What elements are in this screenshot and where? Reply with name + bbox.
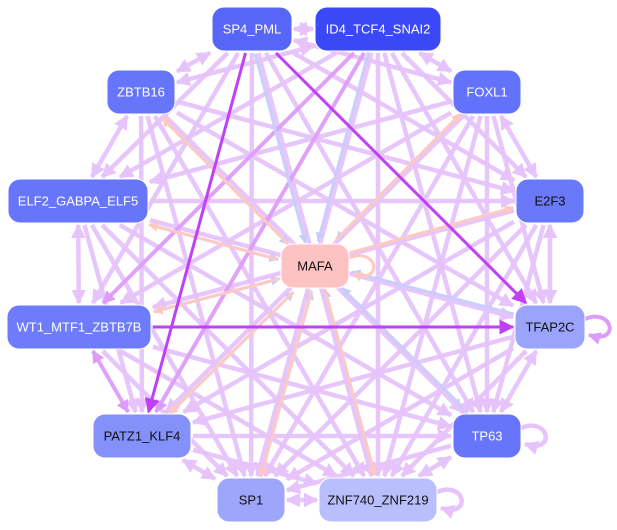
node-box[interactable] xyxy=(92,413,192,459)
self-loop-tfap2c xyxy=(584,314,612,345)
node-foxl1[interactable]: FOXL1 xyxy=(452,69,522,115)
node-box[interactable] xyxy=(7,178,149,224)
node-elf2-gabpa-elf5[interactable]: ELF2_GABPA_ELF5 xyxy=(7,178,149,224)
edge-zbtb16-to-tfap2c xyxy=(175,110,515,308)
edge-id4_tcf4_snai2-to-patz1_klf4 xyxy=(154,51,366,414)
node-patz1-klf4[interactable]: PATZ1_KLF4 xyxy=(92,413,192,459)
edge-mafa-to-elf2_gabpa_elf5 xyxy=(148,222,279,261)
edge-id4_tcf4_snai2-to-zbtb16 xyxy=(175,42,315,87)
node-sp1[interactable]: SP1 xyxy=(216,477,286,523)
edge-sp4_pml-to-mafa xyxy=(253,53,308,244)
edge-mafa-to-sp1 xyxy=(258,290,314,478)
edge-sp4_pml-to-patz1_klf4 xyxy=(144,52,247,414)
node-box[interactable] xyxy=(211,6,293,52)
edge-tfap2c-to-patz1_klf4 xyxy=(191,334,514,427)
edge-id4_tcf4_snai2-to-foxl1 xyxy=(418,51,453,74)
node-label: ELF2_GABPA_ELF5 xyxy=(18,194,138,209)
edge-mafa-to-wt1_mtf1_zbtb7b xyxy=(152,277,281,315)
node-e2f3[interactable]: E2F3 xyxy=(515,178,585,224)
self-loop-mafa xyxy=(348,254,376,282)
edge-foxl1-to-e2f3 xyxy=(498,114,539,179)
node-label: ID4_TCF4_SNAI2 xyxy=(326,22,431,37)
node-box[interactable] xyxy=(515,178,585,224)
edge-id4_tcf4_snai2-to-wt1_mtf1_zbtb7b xyxy=(101,51,356,305)
self-loop-znf740_znf219 xyxy=(436,487,464,519)
edge-foxl1-to-wt1_mtf1_zbtb7b xyxy=(119,110,453,305)
edge-wt1_mtf1_zbtb7b-to-patz1_klf4 xyxy=(91,349,130,414)
edge-tfap2c-to-sp1 xyxy=(285,346,515,482)
edge-tfap2c-to-tp63 xyxy=(498,349,539,414)
node-box[interactable] xyxy=(514,304,586,350)
node-znf740-znf219[interactable]: ZNF740_ZNF219 xyxy=(318,477,438,523)
node-box[interactable] xyxy=(452,69,522,115)
self-loop-layer xyxy=(348,254,612,519)
edge-id4_tcf4_snai2-to-mafa xyxy=(315,51,370,243)
node-box[interactable] xyxy=(452,413,522,459)
edge-tp63-to-znf740_znf219 xyxy=(417,455,453,478)
node-label: TFAP2C xyxy=(525,320,574,335)
node-tfap2c[interactable]: TFAP2C xyxy=(514,304,586,350)
node-label: WT1_MTF1_ZBTB7B xyxy=(17,320,142,335)
node-box[interactable] xyxy=(6,304,152,350)
edge-sp4_pml-to-tfap2c xyxy=(274,51,528,305)
edge-elf2_gabpa_elf5-to-wt1_mtf1_zbtb7b xyxy=(71,223,86,305)
self-loop-tp63 xyxy=(520,423,548,455)
edge-foxl1-to-elf2_gabpa_elf5 xyxy=(148,99,452,186)
node-label: ZBTB16 xyxy=(117,85,165,100)
node-sp4-pml[interactable]: SP4_PML xyxy=(211,6,293,52)
node-label: FOXL1 xyxy=(466,85,507,100)
edge-tfap2c-to-mafa xyxy=(350,269,515,316)
edge-mafa-to-e2f3 xyxy=(349,205,515,255)
node-label: TP63 xyxy=(471,429,502,444)
node-mafa[interactable]: MAFA xyxy=(280,243,350,289)
node-label: PATZ1_KLF4 xyxy=(104,429,181,444)
node-label: SP4_PML xyxy=(223,22,282,37)
edge-sp4_pml-to-tp63 xyxy=(263,51,476,414)
node-wt1-mtf1-zbtb7b[interactable]: WT1_MTF1_ZBTB7B xyxy=(6,304,152,350)
edge-tp63-to-mafa xyxy=(340,286,467,411)
edge-mafa-to-patz1_klf4 xyxy=(168,291,295,416)
edge-zbtb16-to-e2f3 xyxy=(176,99,516,196)
node-label: SP1 xyxy=(239,493,264,508)
edge-patz1_klf4-to-znf740_znf219 xyxy=(192,447,319,488)
edge-mafa-to-zbtb16 xyxy=(161,117,290,246)
node-box[interactable] xyxy=(314,6,442,52)
edge-sp4_pml-to-sp1 xyxy=(243,52,259,478)
edge-elf2_gabpa_elf5-to-tp63 xyxy=(118,223,453,418)
edge-zbtb16-to-znf740_znf219 xyxy=(152,114,367,478)
edge-layer xyxy=(71,21,558,508)
edge-foxl1-to-sp1 xyxy=(262,114,476,478)
node-box[interactable] xyxy=(280,243,350,289)
edge-e2f3-to-patz1_klf4 xyxy=(182,219,516,414)
node-box[interactable] xyxy=(318,477,438,523)
edge-mafa-to-znf740_znf219 xyxy=(323,288,378,477)
node-label: MAFA xyxy=(297,259,333,274)
node-id4-tcf4-snai2[interactable]: ID4_TCF4_SNAI2 xyxy=(314,6,442,52)
node-tp63[interactable]: TP63 xyxy=(452,413,522,459)
node-label: E2F3 xyxy=(534,194,565,209)
node-box[interactable] xyxy=(216,477,286,523)
edge-zbtb16-to-elf2_gabpa_elf5 xyxy=(89,114,130,179)
node-zbtb16[interactable]: ZBTB16 xyxy=(106,69,176,115)
edge-patz1_klf4-to-sp1 xyxy=(181,458,217,481)
edge-sp4_pml-to-zbtb16 xyxy=(175,50,212,74)
node-box[interactable] xyxy=(106,69,176,115)
node-label: ZNF740_ZNF219 xyxy=(327,493,428,508)
